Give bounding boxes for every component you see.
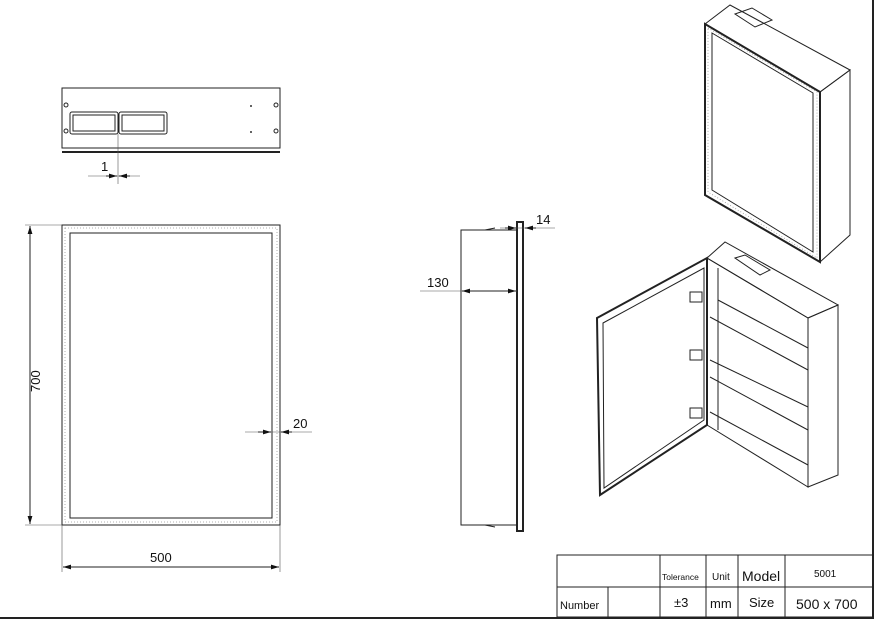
tolerance-value: ±3	[674, 595, 688, 610]
side-view	[460, 221, 524, 532]
depth-dimension: 130	[420, 275, 517, 294]
unit-label: Unit	[712, 572, 730, 583]
border-dimension: 20	[245, 416, 312, 435]
model-value: 5001	[814, 569, 837, 580]
size-label: Size	[749, 595, 774, 610]
border-dimension-label: 20	[293, 416, 307, 431]
tolerance-label: Tolerance	[662, 572, 699, 582]
size-value: 500 x 700	[796, 596, 858, 612]
width-dimension-label: 500	[150, 550, 172, 565]
width-dimension: 500	[61, 525, 281, 572]
model-label: Model	[742, 568, 780, 584]
door-thickness-label: 14	[536, 212, 550, 227]
height-dimension-label: 700	[28, 370, 43, 392]
height-dimension: 700	[25, 224, 62, 526]
isometric-open-view	[595, 241, 840, 497]
top-view	[61, 87, 281, 153]
door-thickness-dimension: 14	[500, 212, 555, 231]
gap-dimension: 1	[88, 134, 140, 184]
front-view	[61, 224, 281, 526]
isometric-closed-view	[704, 4, 851, 264]
gap-dimension-label: 1	[101, 159, 108, 174]
depth-dimension-label: 130	[427, 275, 449, 290]
unit-value: mm	[710, 596, 732, 611]
title-block: Tolerance Unit Model 5001 Number ±3 mm S…	[556, 554, 874, 618]
number-label: Number	[560, 600, 599, 612]
